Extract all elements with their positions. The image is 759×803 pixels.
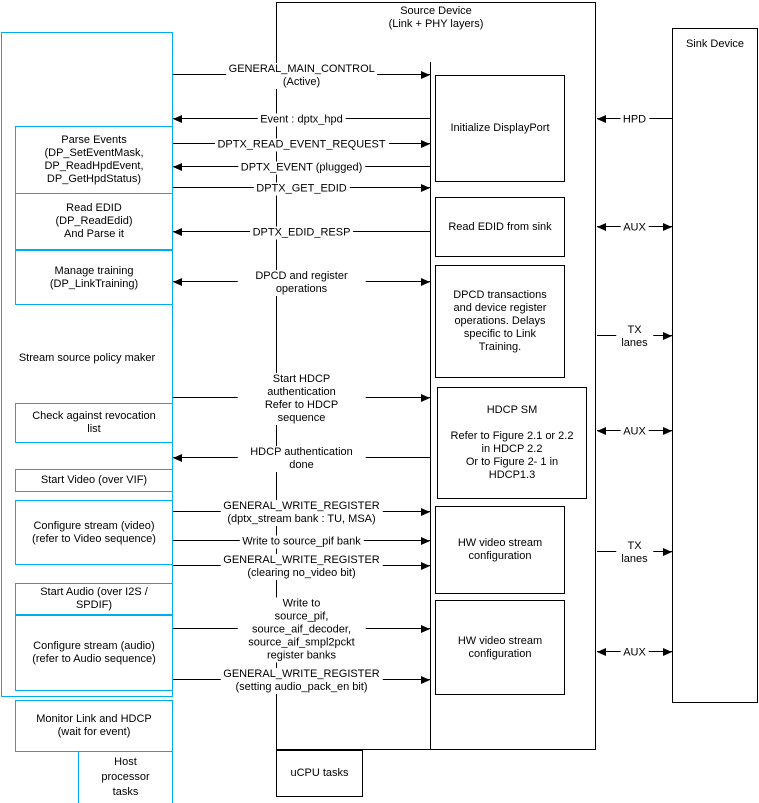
- message-label: GENERAL_WRITE_REGISTER (dptx_stream bank…: [220, 500, 383, 526]
- bus-label: AUX: [620, 425, 649, 439]
- arrowhead-left-icon: [597, 115, 606, 123]
- message-label: Start HDCP authentication Refer to HDCP …: [237, 373, 366, 425]
- parse-events-box: Parse Events (DP_SetEventMask, DP_ReadHp…: [15, 126, 173, 194]
- policy-maker-label: Stream source policy maker: [18, 352, 156, 364]
- arrowhead-right-icon: [421, 184, 430, 192]
- source-device-title: Source Device: [400, 5, 472, 17]
- msg-dptx-event-plugged: DPTX_EVENT (plugged): [173, 161, 430, 175]
- host-processor-tasks-label: Host processor tasks: [78, 752, 173, 803]
- msg-write-register-stream-bank: GENERAL_WRITE_REGISTER (dptx_stream bank…: [173, 500, 430, 526]
- arrowhead-right-icon: [421, 537, 430, 545]
- configure-stream-video-box: Configure stream (video) (refer to Video…: [15, 500, 173, 565]
- msg-start-hdcp-authentication: Start HDCP authentication Refer to HDCP …: [173, 373, 430, 425]
- arrowhead-right-icon: [421, 278, 430, 286]
- bus-label: TX lanes: [615, 324, 654, 350]
- configure-stream-audio-box: Configure stream (audio) (refer to Audio…: [15, 615, 173, 691]
- arrowhead-right-icon: [663, 548, 672, 556]
- msg-event-dptx-hpd: Event : dptx_hpd: [173, 113, 430, 127]
- msg-hdcp-authentication-done: HDCP authentication done: [173, 446, 430, 472]
- msg-general-main-control: GENERAL_MAIN_CONTROL (Active): [173, 63, 430, 89]
- bus-aux-1: AUX: [597, 221, 672, 235]
- arrowhead-right-icon: [663, 648, 672, 656]
- msg-dpcd-register-operations: DPCD and register operations: [173, 270, 430, 296]
- monitor-link-box: Monitor Link and HDCP (wait for event): [15, 700, 173, 752]
- arrowhead-right-icon: [421, 676, 430, 684]
- arrowhead-left-icon: [597, 223, 606, 231]
- read-edid-from-sink-box: Read EDID from sink: [435, 197, 565, 257]
- msg-write-audio-register-banks: Write to source_pif, source_aif_decoder,…: [173, 597, 430, 663]
- arrowhead-right-icon: [421, 394, 430, 402]
- manage-training-box: Manage training (DP_LinkTraining): [15, 250, 173, 305]
- start-audio-box: Start Audio (over I2S / SPDIF): [15, 583, 173, 615]
- bus-tx-lanes-2: TX lanes: [597, 540, 672, 566]
- message-label: DPTX_EDID_RESP: [249, 226, 354, 240]
- arrowhead-right-icon: [421, 71, 430, 79]
- bus-label: AUX: [620, 646, 649, 660]
- arrowhead-left-icon: [173, 115, 182, 123]
- msg-write-register-audio-pack-en: GENERAL_WRITE_REGISTER (setting audio_pa…: [173, 668, 430, 694]
- arrowhead-right-icon: [421, 625, 430, 633]
- msg-dptx-get-edid: DPTX_GET_EDID: [173, 182, 430, 196]
- message-label: Write to source_pif bank: [239, 535, 364, 549]
- hdcp-sm-box: HDCP SM Refer to Figure 2.1 or 2.2 in HD…: [437, 387, 587, 499]
- bus-label: TX lanes: [615, 540, 654, 566]
- message-label: DPCD and register operations: [237, 270, 366, 296]
- bus-aux-3: AUX: [597, 646, 672, 660]
- source-device-subtitle: (Link + PHY layers): [388, 18, 484, 30]
- arrowhead-left-icon: [173, 228, 182, 236]
- ucpu-tasks-box: uCPU tasks: [276, 750, 363, 797]
- message-label: Event : dptx_hpd: [257, 113, 346, 127]
- msg-dptx-read-event-request: DPTX_READ_EVENT_REQUEST: [173, 138, 430, 152]
- message-label: GENERAL_WRITE_REGISTER (setting audio_pa…: [220, 668, 383, 694]
- start-video-box: Start Video (over VIF): [15, 469, 173, 492]
- message-label: DPTX_READ_EVENT_REQUEST: [214, 138, 389, 152]
- bus-label: AUX: [620, 221, 649, 235]
- arrowhead-right-icon: [663, 427, 672, 435]
- read-edid-box: Read EDID (DP_ReadEdid) And Parse it: [15, 193, 173, 250]
- sink-device-box: Sink Device: [672, 28, 758, 703]
- arrowhead-left-icon: [597, 427, 606, 435]
- bus-tx-lanes-1: TX lanes: [597, 324, 672, 350]
- msg-write-source-pif-bank: Write to source_pif bank: [173, 535, 430, 549]
- arrowhead-left-icon: [173, 454, 182, 462]
- arrowhead-left-icon: [173, 278, 182, 286]
- message-label: DPTX_EVENT (plugged): [237, 161, 366, 175]
- message-label: GENERAL_MAIN_CONTROL (Active): [225, 63, 378, 89]
- hw-video-stream-box-2: HW video stream configuration: [435, 600, 565, 695]
- arrowhead-right-icon: [663, 332, 672, 340]
- bus-aux-2: AUX: [597, 425, 672, 439]
- hw-video-stream-box-1: HW video stream configuration: [435, 506, 565, 594]
- arrowhead-right-icon: [663, 223, 672, 231]
- sink-device-title: Sink Device: [685, 38, 745, 50]
- message-label: HDCP authentication done: [237, 446, 366, 472]
- bus-hpd: HPD: [597, 113, 672, 127]
- msg-write-register-clear-no-video: GENERAL_WRITE_REGISTER (clearing no_vide…: [173, 554, 430, 580]
- dpcd-transactions-box: DPCD transactions and device register op…: [435, 265, 565, 378]
- message-label: GENERAL_WRITE_REGISTER (clearing no_vide…: [220, 554, 383, 580]
- arrowhead-right-icon: [421, 508, 430, 516]
- arrowhead-left-icon: [597, 648, 606, 656]
- msg-dptx-edid-resp: DPTX_EDID_RESP: [173, 226, 430, 240]
- check-revocation-box: Check against revocation list: [15, 403, 173, 443]
- arrowhead-right-icon: [421, 562, 430, 570]
- ucpu-lifeline: [430, 62, 431, 750]
- arrowhead-right-icon: [421, 140, 430, 148]
- source-device-header: Source Device (Link + PHY layers): [276, 5, 596, 31]
- arrowhead-left-icon: [173, 163, 182, 171]
- message-label: DPTX_GET_EDID: [253, 182, 350, 196]
- initialize-displayport-box: Initialize DisplayPort: [435, 75, 565, 182]
- message-label: Write to source_pif, source_aif_decoder,…: [237, 597, 366, 663]
- bus-label: HPD: [619, 113, 650, 127]
